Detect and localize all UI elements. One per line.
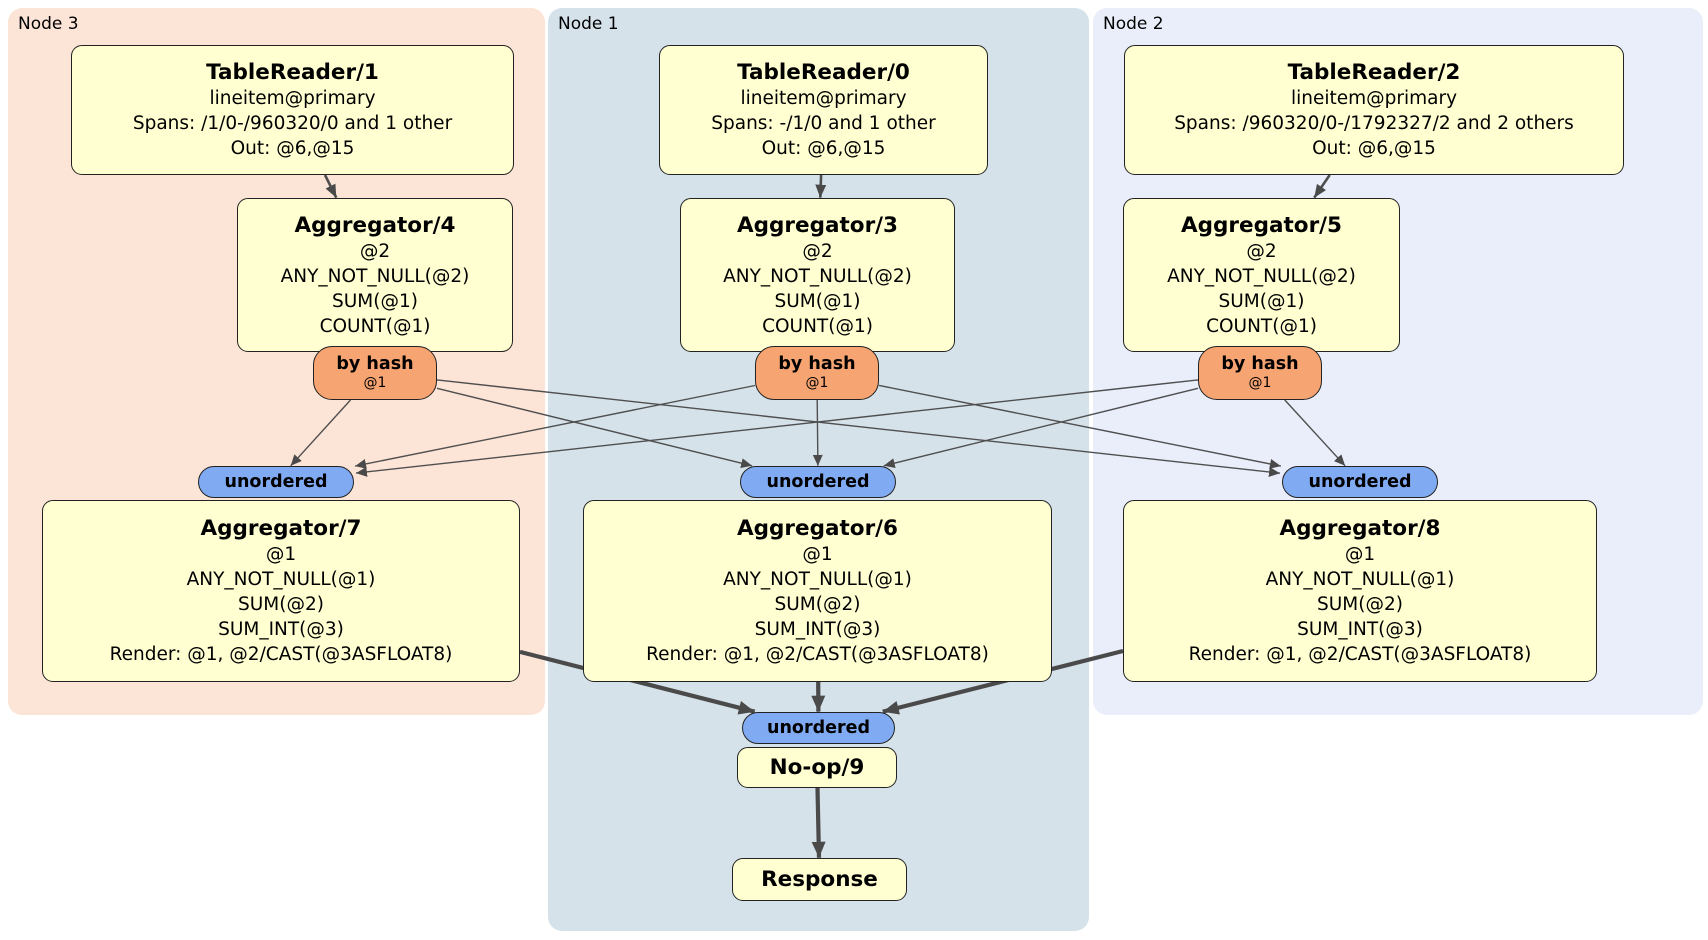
tablereader-1-box: TableReader/1 lineitem@primary Spans: /1… [71,45,514,175]
sync-label: unordered [224,472,328,492]
node2-label: Node 2 [1103,14,1164,34]
processor-line: COUNT(@1) [1206,315,1317,337]
edge-router-3-pill-to-sync-8-pill [878,384,1282,469]
router-detail: @1 [1248,375,1272,391]
tablereader-0-box: TableReader/0 lineitem@primary Spans: -/… [659,45,988,175]
processor-line: Render: @1, @2/CAST(@3ASFLOAT8) [1188,644,1532,665]
processor-line: SUM_INT(@3) [754,619,881,640]
processor-line: Render: @1, @2/CAST(@3ASFLOAT8) [109,644,453,665]
sync-label: unordered [767,718,870,738]
noop-9-box: No-op/9 [737,747,897,788]
tablereader-2-box: TableReader/2 lineitem@primary Spans: /9… [1124,45,1624,175]
processor-line: Spans: -/1/0 and 1 other [711,113,936,134]
processor-title: Aggregator/3 [737,212,898,238]
processor-line: Spans: /960320/0-/1792327/2 and 2 others [1174,113,1574,134]
processor-line: COUNT(@1) [762,315,873,337]
node3-label: Node 3 [18,14,79,34]
edge-router-4-pill-to-sync-8-pill [436,379,1281,477]
processor-line: @2 [359,240,391,262]
processor-line: SUM(@2) [1317,594,1403,615]
edge-tablereader-1-box-to-aggregator-4-box [323,174,338,199]
processor-title: No-op/9 [769,755,865,780]
processor-title: Aggregator/8 [1279,516,1441,541]
aggregator-7-box: Aggregator/7 @1 ANY_NOT_NULL(@1) SUM(@2)… [42,500,520,682]
aggregator-4-box: Aggregator/4 @2 ANY_NOT_NULL(@2) SUM(@1)… [237,198,513,352]
processor-title: Aggregator/6 [737,516,898,541]
aggregator-6-box: Aggregator/6 @1 ANY_NOT_NULL(@1) SUM(@2)… [583,500,1052,682]
processor-title: TableReader/0 [737,60,910,85]
processor-line: ANY_NOT_NULL(@1) [186,569,376,590]
processor-line: Out: @6,@15 [230,138,355,159]
processor-line: SUM(@1) [332,290,418,312]
processor-line: @2 [1246,240,1277,262]
router-5-pill: by hash @1 [1198,346,1322,400]
sync-8-pill: unordered [1282,466,1438,498]
sync-9-pill: unordered [742,712,895,744]
processor-line: ANY_NOT_NULL(@1) [1265,569,1455,590]
processor-line: @1 [265,544,297,565]
processor-line: lineitem@primary [209,88,376,109]
sync-label: unordered [766,472,870,492]
edge-router-4-pill-to-sync-6-pill [436,387,753,469]
processor-line: Out: @6,@15 [761,138,886,159]
processor-title: TableReader/1 [206,60,379,85]
sync-label: unordered [1308,472,1412,492]
processor-line: ANY_NOT_NULL(@1) [723,569,912,590]
router-detail: @1 [805,375,829,391]
processor-line: SUM(@1) [1218,290,1305,312]
edge-router-3-pill-to-sync-6-pill [812,399,823,466]
edge-router-5-pill-to-sync-7-pill [355,379,1199,477]
router-3-pill: by hash @1 [755,346,879,400]
processor-line: SUM(@1) [774,290,861,312]
processor-line: ANY_NOT_NULL(@2) [280,265,470,287]
processor-line: lineitem@primary [740,88,907,109]
sync-6-pill: unordered [740,466,896,498]
processor-title: Aggregator/5 [1181,212,1342,238]
processor-title: TableReader/2 [1287,60,1461,85]
processor-line: SUM_INT(@3) [218,619,344,640]
edge-tablereader-0-box-to-aggregator-3-box [815,174,827,198]
processor-line: ANY_NOT_NULL(@2) [1167,265,1356,287]
processor-line: ANY_NOT_NULL(@2) [723,265,912,287]
processor-line: lineitem@primary [1290,88,1458,109]
processor-line: SUM(@2) [774,594,861,615]
edge-router-3-pill-to-sync-7-pill [354,384,756,469]
processor-title: Aggregator/4 [294,212,456,238]
edge-router-5-pill-to-sync-8-pill [1284,399,1346,467]
processor-line: SUM(@2) [238,594,324,615]
edge-noop-9-box-to-response-box [811,787,826,858]
aggregator-3-box: Aggregator/3 @2 ANY_NOT_NULL(@2) SUM(@1)… [680,198,955,352]
aggregator-5-box: Aggregator/5 @2 ANY_NOT_NULL(@2) SUM(@1)… [1123,198,1400,352]
processor-title: Aggregator/7 [200,516,362,541]
edge-router-4-pill-to-sync-7-pill [290,399,352,467]
processor-line: @1 [1344,544,1376,565]
sync-7-pill: unordered [198,466,354,498]
edge-tablereader-2-box-to-aggregator-5-box [1313,174,1331,199]
router-label: by hash [778,354,856,374]
processor-line: SUM_INT(@3) [1297,619,1423,640]
response-box: Response [732,858,907,901]
aggregator-8-box: Aggregator/8 @1 ANY_NOT_NULL(@1) SUM(@2)… [1123,500,1597,682]
edge-router-5-pill-to-sync-6-pill [883,387,1199,469]
node1-label: Node 1 [558,14,619,34]
router-label: by hash [1221,354,1299,374]
processor-line: Spans: /1/0-/960320/0 and 1 other [132,113,453,134]
processor-line: Out: @6,@15 [1312,138,1436,159]
processor-title: Response [761,867,878,892]
processor-line: COUNT(@1) [319,315,431,337]
processor-line: Render: @1, @2/CAST(@3ASFLOAT8) [646,644,989,665]
router-detail: @1 [363,375,387,391]
router-4-pill: by hash @1 [313,346,437,400]
router-label: by hash [336,354,414,374]
processor-line: @2 [802,240,833,262]
processor-line: @1 [802,544,833,565]
